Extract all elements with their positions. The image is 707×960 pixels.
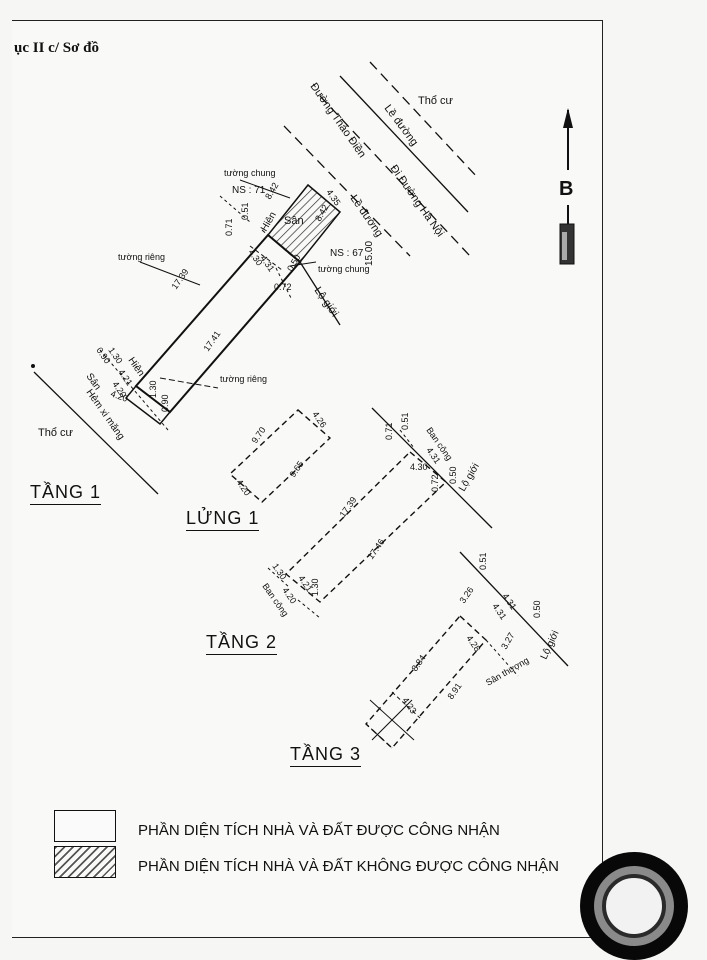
svg-text:Sân thượng: Sân thượng [484, 655, 531, 688]
svg-text:Đi Đường Hà Nội: Đi Đường Hà Nội [388, 163, 447, 239]
svg-text:Lề đường: Lề đường [348, 193, 385, 239]
svg-text:Thổ cư: Thổ cư [418, 95, 454, 107]
svg-text:0.51: 0.51 [240, 202, 250, 220]
svg-text:17.46: 17.46 [365, 537, 386, 561]
compass-letter: B [559, 178, 573, 200]
legend-recognized-text: PHẦN DIỆN TÍCH NHÀ VÀ ĐẤT ĐƯỢC CÔNG NHẬN [138, 822, 500, 839]
document-heading: ục II c/ Sơ đồ [14, 40, 99, 56]
svg-text:1.30: 1.30 [270, 561, 288, 581]
svg-text:3.27: 3.27 [499, 631, 516, 651]
svg-text:Đường Thảo Điền: Đường Thảo Điền [308, 81, 369, 160]
svg-text:0.71: 0.71 [384, 422, 394, 440]
svg-text:NS : 67: NS : 67 [330, 248, 364, 259]
svg-text:4.23: 4.23 [400, 695, 418, 715]
svg-text:1.30: 1.30 [310, 578, 320, 596]
lung1-plan: 9.70 4.26 9.65 4.20 [228, 409, 332, 503]
svg-text:tường riêng: tường riêng [220, 374, 267, 384]
svg-text:4.20: 4.20 [234, 477, 252, 497]
svg-text:tường chung: tường chung [318, 264, 369, 274]
legend-recognized-swatch [54, 810, 116, 842]
drawing-frame [12, 20, 603, 938]
svg-text:15.00: 15.00 [364, 241, 375, 266]
svg-text:17.39: 17.39 [337, 495, 358, 519]
label-tang2: TẦNG 2 [206, 632, 278, 655]
svg-text:Lộ giới: Lộ giới [457, 462, 482, 494]
label-tang1: TẦNG 1 [30, 482, 102, 505]
svg-text:4.30: 4.30 [410, 462, 428, 472]
north-arrow: B [559, 108, 575, 265]
svg-text:17.41: 17.41 [201, 329, 222, 353]
svg-text:4.28: 4.28 [464, 633, 482, 653]
svg-text:tường riêng: tường riêng [118, 252, 165, 262]
svg-text:3.26: 3.26 [457, 585, 475, 605]
svg-text:17.39: 17.39 [169, 267, 190, 291]
svg-text:0.51: 0.51 [400, 412, 410, 430]
tang2-plan: Ban công 0.71 0.51 4.31 4.30 0.72 0.50 L… [260, 407, 493, 619]
svg-text:0.50: 0.50 [532, 600, 542, 618]
svg-text:0.71: 0.71 [224, 218, 234, 236]
svg-text:0.50: 0.50 [448, 466, 458, 484]
svg-text:9.70: 9.70 [249, 425, 267, 445]
svg-text:9.65: 9.65 [287, 459, 305, 479]
svg-text:Lộ giới: Lộ giới [312, 285, 341, 319]
legend-not-recognized-text: PHẦN DIỆN TÍCH NHÀ VÀ ĐẤT KHÔNG ĐƯỢC CÔN… [138, 858, 559, 875]
svg-text:1.30: 1.30 [148, 380, 158, 398]
svg-text:Thổ cư: Thổ cư [38, 427, 74, 439]
svg-text:0.51: 0.51 [478, 552, 488, 570]
shutter-button-icon[interactable] [580, 852, 688, 960]
svg-text:4.26: 4.26 [310, 409, 328, 429]
svg-text:0.72: 0.72 [430, 474, 440, 492]
svg-text:8.42: 8.42 [263, 181, 280, 201]
svg-text:0.72: 0.72 [274, 282, 292, 292]
svg-text:Sân: Sân [284, 215, 304, 227]
label-tang3: TẦNG 3 [290, 744, 362, 767]
street-lines [283, 61, 479, 257]
tang3-plan: 0.51 3.26 4.31 4.31 0.50 Lộ giới 4.28 3.… [365, 551, 569, 750]
label-lung1: LỬNG 1 [186, 508, 260, 531]
tang1-plan [31, 179, 342, 495]
svg-text:NS : 71: NS : 71 [232, 185, 266, 196]
svg-text:tường chung: tường chung [224, 168, 275, 178]
svg-text:0.90: 0.90 [160, 394, 170, 412]
legend-not-recognized-swatch [54, 846, 116, 878]
